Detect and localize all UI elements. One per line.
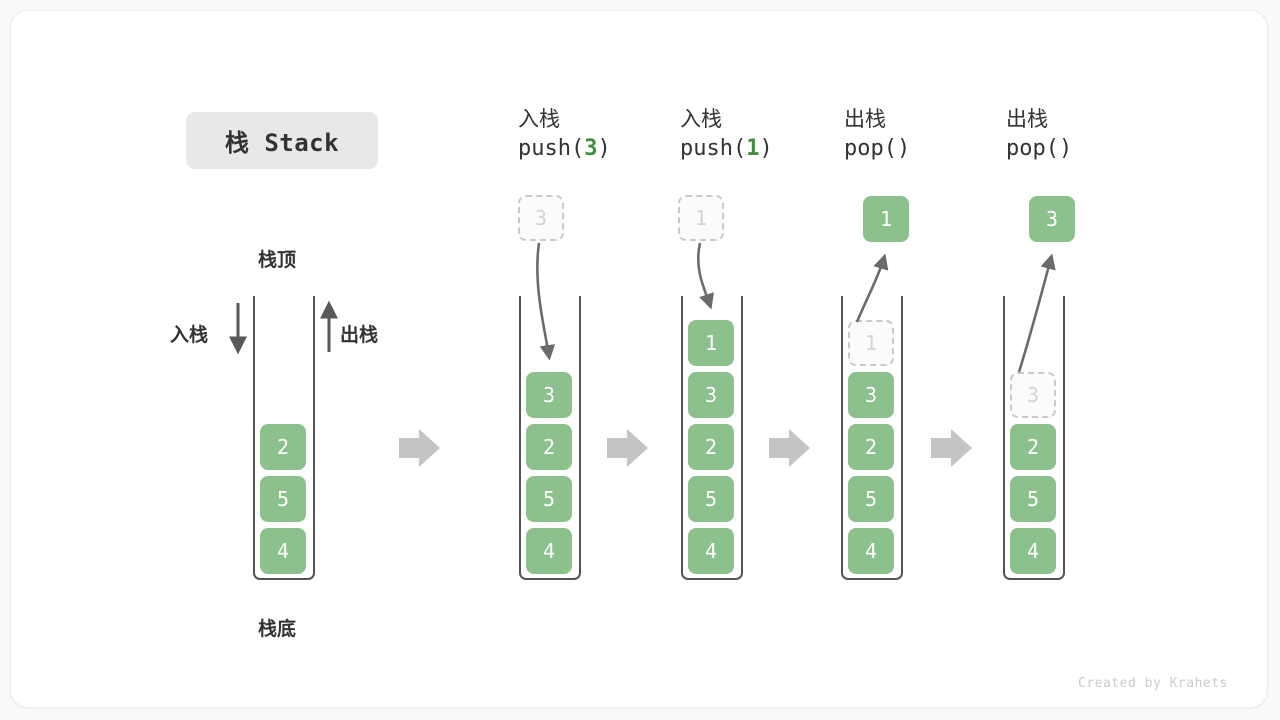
step-code: push(1) (680, 133, 880, 165)
step-code: pop() (1006, 133, 1206, 165)
stack-top-label: 栈顶 (258, 250, 297, 271)
watermark-credit: Created by Krahets (1078, 676, 1228, 691)
step-code: push(3) (518, 133, 718, 165)
code-prefix: push( (518, 136, 585, 161)
stack-container-push-1 (681, 296, 743, 580)
stack-cell: 5 (260, 476, 306, 522)
stack-cell: 2 (848, 424, 894, 470)
stack-cell: 2 (688, 424, 734, 470)
stack-cell: 2 (526, 424, 572, 470)
code-prefix: pop( (844, 136, 897, 161)
step-header-push-1: 入栈 push(1) (680, 107, 880, 165)
stack-cell: 5 (526, 476, 572, 522)
stack-cell: 5 (1010, 476, 1056, 522)
stack-cell: 4 (1010, 528, 1056, 574)
stack-cell: 3 (848, 372, 894, 418)
stack-cell: 2 (260, 424, 306, 470)
code-suffix: ) (597, 136, 611, 161)
stack-cell: 5 (688, 476, 734, 522)
stack-cell: 3 (526, 372, 572, 418)
ghost-cell-removed: 3 (1010, 372, 1056, 418)
code-prefix: push( (680, 136, 747, 161)
code-arg: 1 (746, 136, 760, 161)
stack-cell: 4 (848, 528, 894, 574)
stack-cell: 5 (848, 476, 894, 522)
code-suffix: ) (1058, 136, 1073, 161)
stack-cell: 2 (1010, 424, 1056, 470)
stack-container-initial (253, 296, 315, 580)
pop-direction-label: 出栈 (340, 325, 379, 346)
popped-cell: 3 (1029, 196, 1075, 242)
stack-cell: 4 (688, 528, 734, 574)
code-suffix: ) (759, 136, 773, 161)
stack-cell: 1 (688, 320, 734, 366)
stack-title-label: 栈 Stack (224, 129, 340, 157)
ghost-cell-incoming: 3 (518, 195, 564, 241)
stack-container-pop-2 (1003, 296, 1065, 580)
stack-title-badge: 栈 Stack (186, 112, 378, 169)
popped-cell: 1 (863, 196, 909, 242)
step-header-push-3: 入栈 push(3) (518, 107, 718, 165)
ghost-cell-incoming: 1 (678, 195, 724, 241)
stack-container-pop-1 (841, 296, 903, 580)
step-title-cn: 入栈 (680, 108, 722, 131)
stack-cell: 4 (526, 528, 572, 574)
stack-cell: 4 (260, 528, 306, 574)
step-title-cn: 出栈 (844, 108, 886, 131)
ghost-cell-removed: 1 (848, 320, 894, 366)
step-title-cn: 出栈 (1006, 108, 1048, 131)
code-arg: 3 (584, 136, 598, 161)
code-prefix: pop( (1006, 136, 1059, 161)
step-code: pop() (844, 133, 1044, 165)
stack-cell: 3 (688, 372, 734, 418)
code-suffix: ) (896, 136, 911, 161)
stack-container-push-3 (519, 296, 581, 580)
stack-bottom-label: 栈底 (258, 619, 297, 640)
push-direction-label: 入栈 (170, 325, 209, 346)
step-header-pop-2: 出栈 pop() (1006, 107, 1206, 165)
step-header-pop-1: 出栈 pop() (844, 107, 1044, 165)
step-title-cn: 入栈 (518, 108, 560, 131)
